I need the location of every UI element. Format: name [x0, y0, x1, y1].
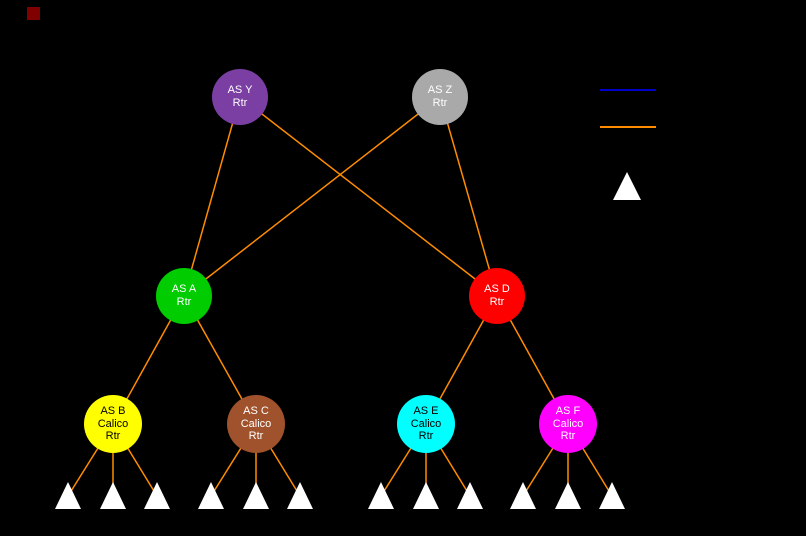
node-label-line: AS D: [484, 283, 510, 296]
node-label-line: AS F: [555, 404, 581, 417]
legend-orange-line: [600, 126, 656, 128]
node-label-line: Rtr: [232, 97, 248, 109]
node-as-e-calico-rtr: AS E Calico Rtr: [397, 395, 455, 453]
node-label-line: Calico: [552, 417, 584, 430]
edge-asy-asd: [239, 96, 498, 297]
node-label-line: AS A: [171, 283, 197, 296]
node-label-line: AS B: [100, 404, 126, 417]
legend-blue-line: [600, 89, 656, 91]
host-triangle: [599, 482, 625, 509]
host-triangle: [368, 482, 394, 509]
node-as-a-rtr: AS A Rtr: [156, 268, 212, 324]
node-as-y-rtr: AS Y Rtr: [212, 69, 268, 125]
node-as-z-rtr: AS Z Rtr: [412, 69, 468, 125]
node-label-line: AS Z: [427, 84, 453, 97]
node-label-line: Rtr: [248, 430, 264, 443]
corner-marker: [27, 7, 40, 20]
node-label-line: Rtr: [560, 430, 576, 443]
node-as-d-rtr: AS D Rtr: [469, 268, 525, 324]
node-label-line: Rtr: [432, 97, 448, 109]
node-label-line: Rtr: [105, 430, 121, 443]
node-as-f-calico-rtr: AS F Calico Rtr: [539, 395, 597, 453]
host-triangle: [144, 482, 170, 509]
host-triangle: [100, 482, 126, 509]
host-triangle: [287, 482, 313, 509]
node-label-line: Calico: [240, 417, 272, 430]
host-triangle: [555, 482, 581, 509]
node-label-line: Rtr: [418, 430, 434, 443]
host-triangle: [413, 482, 439, 509]
node-label-line: Rtr: [489, 296, 505, 308]
node-label-line: AS C: [243, 404, 269, 417]
node-label-line: AS Y: [227, 84, 253, 97]
node-label-line: Calico: [410, 417, 442, 430]
node-label-line: Calico: [97, 417, 129, 430]
node-as-c-calico-rtr: AS C Calico Rtr: [227, 395, 285, 453]
edges-layer: [67, 96, 613, 497]
legend-triangle-icon: [613, 172, 641, 200]
node-label-line: Rtr: [176, 296, 192, 308]
host-triangle: [198, 482, 224, 509]
host-triangle: [457, 482, 483, 509]
host-triangles-layer: [55, 482, 625, 509]
edge-asz-asd: [439, 96, 498, 297]
host-triangle: [243, 482, 269, 509]
legend-triangle-layer: [613, 172, 641, 200]
edge-asz-asa: [183, 96, 441, 297]
node-as-b-calico-rtr: AS B Calico Rtr: [84, 395, 142, 453]
edge-asy-asa: [183, 96, 241, 297]
host-triangle: [55, 482, 81, 509]
host-triangle: [510, 482, 536, 509]
node-label-line: AS E: [413, 404, 439, 417]
